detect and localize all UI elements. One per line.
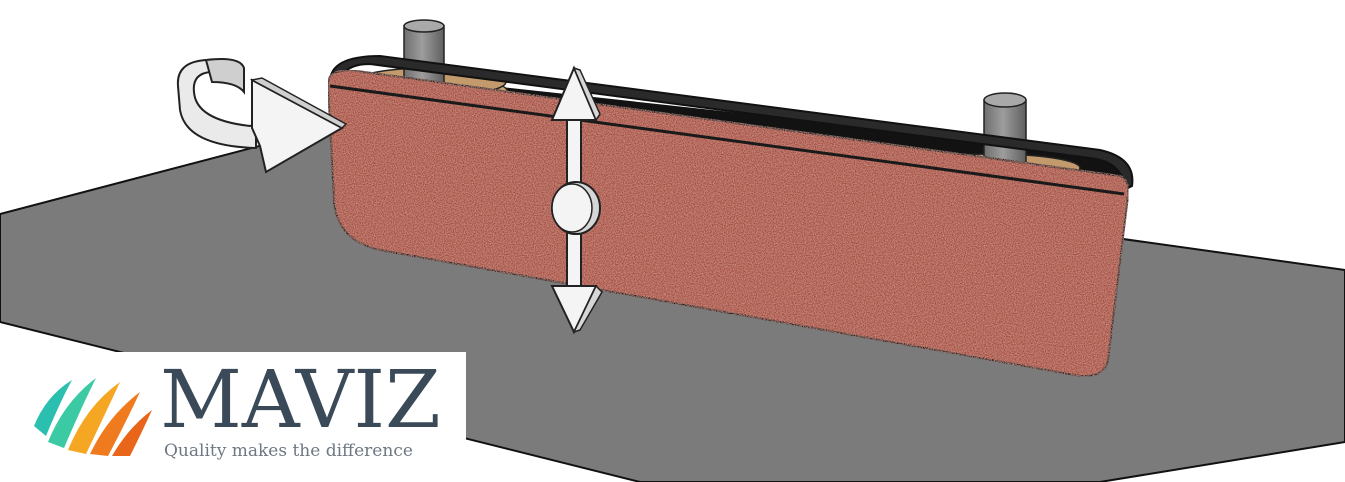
belt-front-edge <box>329 84 1125 196</box>
brand-name: MAVIZ <box>160 353 441 446</box>
sanding-belt <box>326 68 1130 378</box>
brand-logo: MAVIZ Quality makes the difference <box>0 352 466 482</box>
brand-tagline: Quality makes the difference <box>164 441 413 461</box>
oscillation-arrow <box>550 65 603 335</box>
rotation-arrow <box>176 58 348 174</box>
swoosh-logo-icon <box>34 378 152 456</box>
